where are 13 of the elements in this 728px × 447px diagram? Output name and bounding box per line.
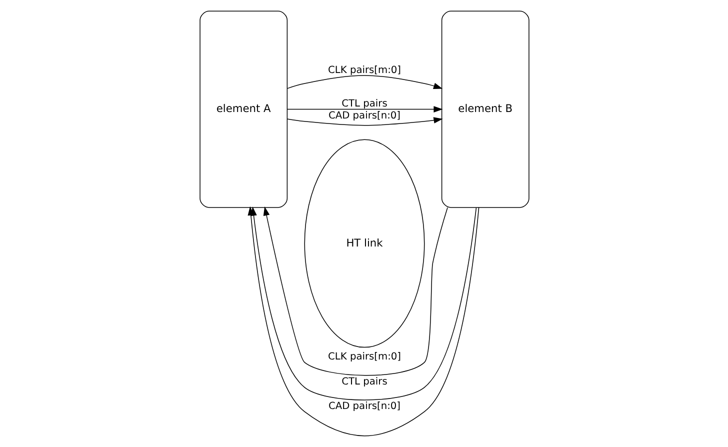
- edge-label: CTL pairs: [341, 98, 387, 110]
- node-box: element B: [440, 10, 529, 208]
- node-ellipse: HT link: [304, 139, 424, 348]
- arrow: [286, 75, 442, 89]
- edge-label: CAD pairs[n:0]: [328, 110, 400, 122]
- edge-label: CLK pairs[m:0]: [328, 65, 400, 76]
- node-box: element A: [199, 10, 288, 208]
- arrow: [286, 106, 442, 112]
- edge-label: CTL pairs: [341, 376, 387, 388]
- arrow: [262, 206, 448, 376]
- arrow: [286, 117, 442, 126]
- edge-label: CAD pairs[n:0]: [328, 400, 400, 412]
- edge-label: CLK pairs[m:0]: [328, 352, 400, 363]
